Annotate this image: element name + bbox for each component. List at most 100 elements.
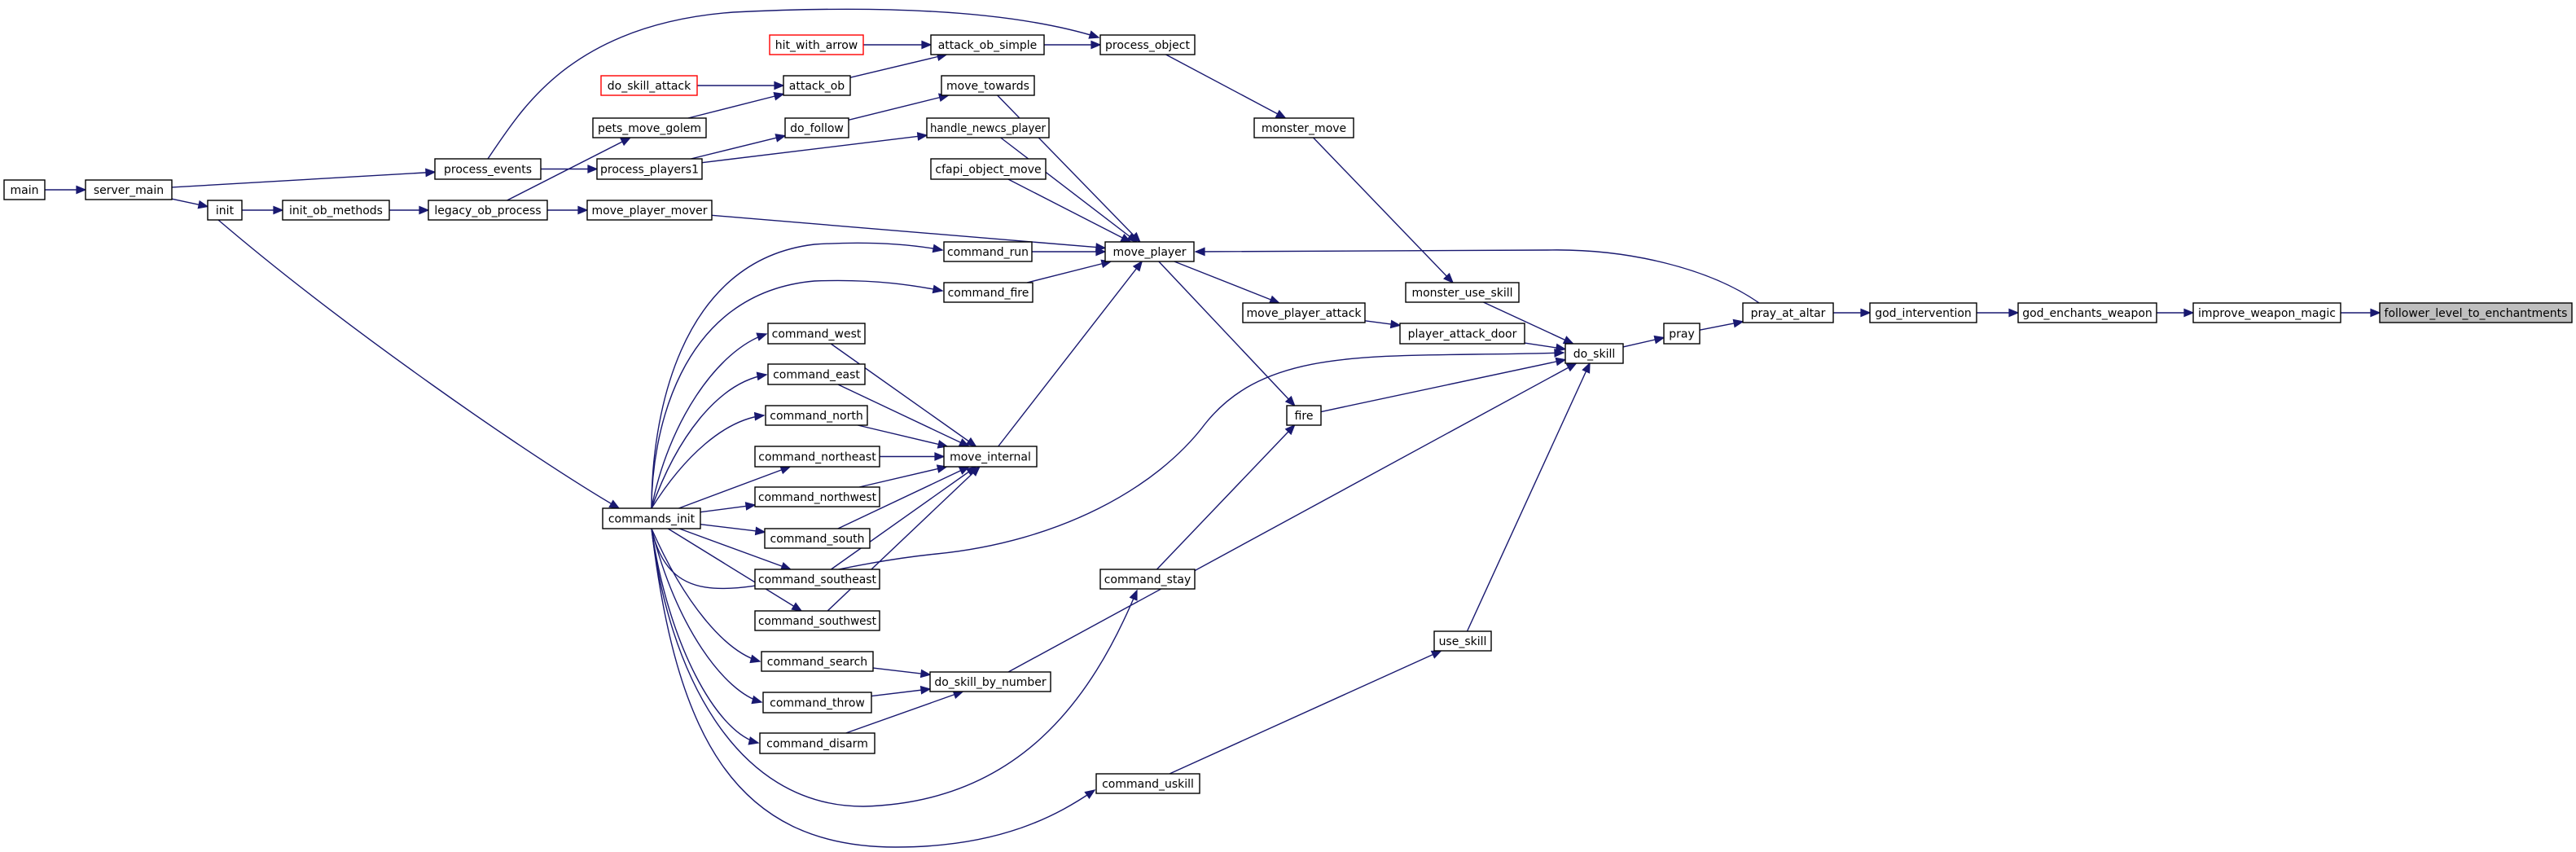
arrowhead-icon xyxy=(1430,650,1442,659)
node-command_northwest[interactable]: command_northwest xyxy=(754,486,880,507)
node-command_throw[interactable]: command_throw xyxy=(762,692,872,714)
arrowhead-icon xyxy=(749,654,761,664)
node-attack_ob_simple[interactable]: attack_ob_simple xyxy=(930,34,1045,55)
node-follower_level_to_enchantments[interactable]: follower_level_to_enchantments xyxy=(2379,302,2573,323)
node-do_follow[interactable]: do_follow xyxy=(784,117,849,138)
node-box xyxy=(761,651,874,672)
node-cfapi_object_move[interactable]: cfapi_object_move xyxy=(930,158,1047,180)
arrowhead-icon xyxy=(756,371,768,381)
edge-do_skill-to-pray xyxy=(1622,335,1665,348)
node-command_search[interactable]: command_search xyxy=(761,651,874,672)
edge-commands_init-to-command_east xyxy=(651,371,768,509)
node-init_ob_methods[interactable]: init_ob_methods xyxy=(282,200,390,221)
node-box xyxy=(926,117,1050,138)
edge-command_fire-to-move_player xyxy=(1026,259,1112,283)
node-label: command_uskill xyxy=(1102,778,1194,791)
node-box xyxy=(428,200,548,221)
node-main[interactable]: main xyxy=(3,179,46,200)
edge-command_disarm-to-do_skill_by_number xyxy=(845,690,964,734)
node-legacy_ob_process[interactable]: legacy_ob_process xyxy=(428,200,548,221)
node-label: server_main xyxy=(94,184,164,197)
arrowhead-icon xyxy=(1275,109,1287,119)
node-do_skill_by_number[interactable]: do_skill_by_number xyxy=(929,671,1051,692)
node-do_skill[interactable]: do_skill xyxy=(1564,343,1624,364)
node-monster_move[interactable]: monster_move xyxy=(1253,117,1354,138)
node-command_south[interactable]: command_south xyxy=(764,528,871,549)
node-pray_at_altar[interactable]: pray_at_altar xyxy=(1742,302,1834,323)
node-use_skill[interactable]: use_skill xyxy=(1433,630,1492,652)
node-label: fire xyxy=(1295,410,1314,423)
node-label: command_throw xyxy=(770,697,865,710)
edge-monster_move-to-monster_use_skill xyxy=(1313,137,1455,284)
arrowhead-icon xyxy=(1268,295,1281,304)
node-improve_weapon_magic[interactable]: improve_weapon_magic xyxy=(2192,302,2341,323)
edge-line xyxy=(651,415,765,509)
node-move_internal[interactable]: move_internal xyxy=(943,446,1038,468)
arrowhead-icon xyxy=(965,437,977,447)
node-command_southeast[interactable]: command_southeast xyxy=(754,569,880,590)
node-label: pray_at_altar xyxy=(1751,307,1826,320)
node-server_main[interactable]: server_main xyxy=(85,179,173,200)
node-god_intervention[interactable]: god_intervention xyxy=(1869,302,1977,323)
node-monster_use_skill[interactable]: monster_use_skill xyxy=(1405,282,1520,303)
node-command_northeast[interactable]: command_northeast xyxy=(754,446,880,468)
edge-line xyxy=(687,93,784,119)
node-god_enchants_weapon[interactable]: god_enchants_weapon xyxy=(2017,302,2157,323)
node-do_skill_attack[interactable]: do_skill_attack xyxy=(600,75,698,96)
node-command_fire[interactable]: command_fire xyxy=(943,282,1033,303)
node-label: command_stay xyxy=(1104,573,1191,586)
node-move_player_attack[interactable]: move_player_attack xyxy=(1242,302,1366,323)
arrowhead-icon xyxy=(2008,308,2020,318)
node-box xyxy=(943,446,1038,468)
node-box xyxy=(941,75,1035,96)
edge-line xyxy=(651,279,943,509)
node-fire[interactable]: fire xyxy=(1286,405,1322,426)
node-command_run[interactable]: command_run xyxy=(943,241,1033,262)
node-command_uskill[interactable]: command_uskill xyxy=(1095,773,1200,794)
arrowhead-icon xyxy=(1084,789,1096,799)
node-command_southwest[interactable]: command_southwest xyxy=(754,610,880,631)
edge-line xyxy=(858,466,947,488)
node-commands_init[interactable]: commands_init xyxy=(602,507,701,529)
node-label: command_run xyxy=(947,246,1029,259)
node-player_attack_door[interactable]: player_attack_door xyxy=(1399,323,1525,345)
edge-line xyxy=(171,171,436,188)
node-move_player[interactable]: move_player xyxy=(1104,241,1195,262)
node-command_disarm[interactable]: command_disarm xyxy=(759,732,875,754)
arrowhead-icon xyxy=(1443,272,1455,284)
edge-command_north-to-move_internal xyxy=(858,424,949,449)
edge-attack_ob_simple-to-process_object xyxy=(1044,40,1102,50)
node-box xyxy=(769,34,864,55)
node-process_object[interactable]: process_object xyxy=(1099,34,1196,55)
edge-fire-to-do_skill xyxy=(1320,357,1567,413)
edge-line xyxy=(998,261,1143,447)
node-process_players1[interactable]: process_players1 xyxy=(596,158,703,180)
node-attack_ob[interactable]: attack_ob xyxy=(783,75,851,96)
node-init[interactable]: init xyxy=(207,200,243,221)
node-move_towards[interactable]: move_towards xyxy=(941,75,1035,96)
node-label: process_object xyxy=(1105,39,1190,52)
node-label: player_attack_door xyxy=(1408,328,1517,341)
node-pray[interactable]: pray xyxy=(1663,323,1701,345)
node-handle_newcs_player[interactable]: handle_newcs_player xyxy=(926,117,1050,138)
node-command_north[interactable]: command_north xyxy=(765,405,868,426)
edge-line xyxy=(1026,261,1112,283)
node-command_east[interactable]: command_east xyxy=(767,363,866,385)
node-box xyxy=(1095,773,1200,794)
node-box xyxy=(1405,282,1520,303)
arrowhead-icon xyxy=(76,185,87,195)
node-command_west[interactable]: command_west xyxy=(767,323,866,345)
node-command_stay[interactable]: command_stay xyxy=(1099,569,1196,590)
node-hit_with_arrow[interactable]: hit_with_arrow xyxy=(769,34,864,55)
arrowhead-icon xyxy=(1565,362,1578,372)
edge-line xyxy=(651,333,767,509)
node-box xyxy=(943,282,1033,303)
node-box xyxy=(1242,302,1366,323)
node-label: command_fire xyxy=(948,287,1029,300)
node-box xyxy=(434,158,542,180)
node-pets_move_golem[interactable]: pets_move_golem xyxy=(592,117,707,138)
node-move_player_mover[interactable]: move_player_mover xyxy=(586,200,713,221)
edge-line xyxy=(651,352,1564,590)
node-process_events[interactable]: process_events xyxy=(434,158,542,180)
arrowhead-icon xyxy=(197,200,209,209)
